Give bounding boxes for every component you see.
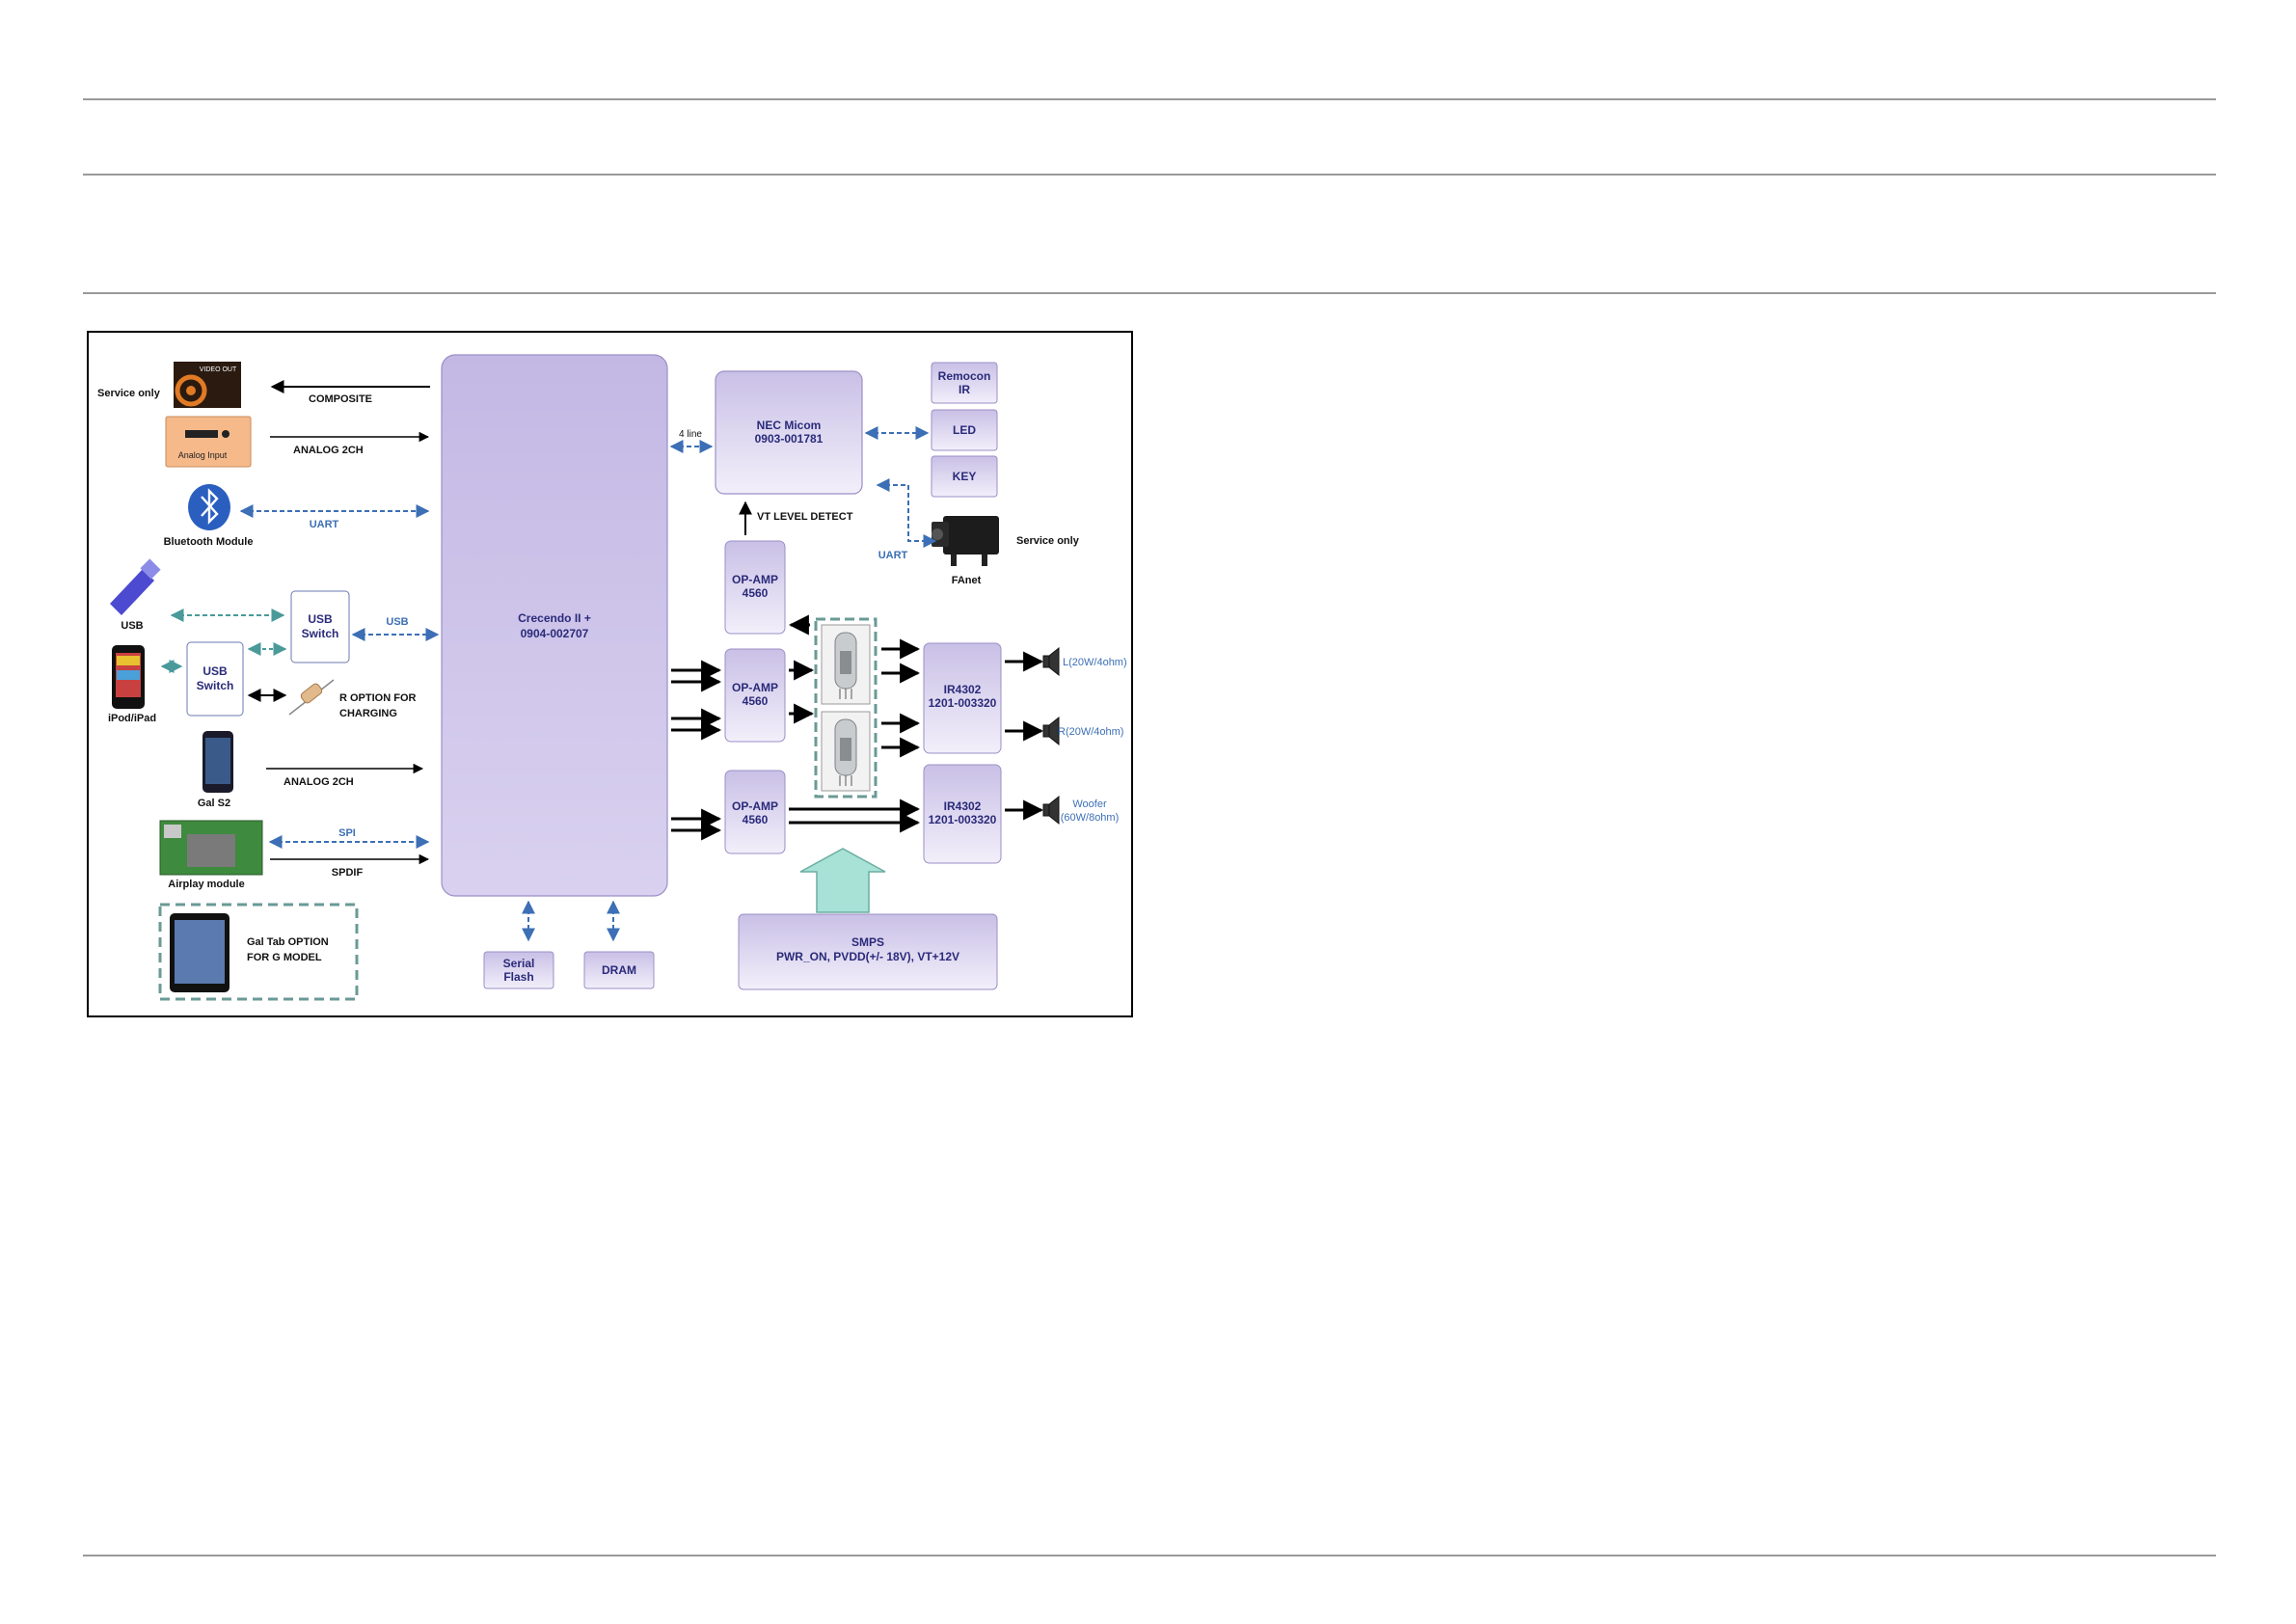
led-label: LED bbox=[953, 423, 976, 437]
usb-link-label: USB bbox=[386, 616, 408, 628]
bluetooth-icon bbox=[188, 484, 230, 530]
opamp-mid-label-2: 4560 bbox=[743, 694, 769, 708]
vacuum-tube-top-icon bbox=[822, 625, 870, 704]
uart-right-label: UART bbox=[878, 550, 908, 561]
woofer-label-2: (60W/8ohm) bbox=[1061, 812, 1120, 824]
dram-label: DRAM bbox=[602, 963, 636, 977]
analog-2ch-bot-label: ANALOG 2CH bbox=[284, 776, 354, 788]
speaker-l-label: L(20W/4ohm) bbox=[1063, 657, 1127, 668]
analog-2ch-top-label: ANALOG 2CH bbox=[293, 445, 364, 456]
block-diagram: Crecendo II + 0904-002707 NEC Micom 0903… bbox=[87, 331, 1133, 1022]
composite-label: COMPOSITE bbox=[309, 393, 372, 405]
ipod-label: iPod/iPad bbox=[108, 713, 156, 724]
key-label: KEY bbox=[953, 470, 977, 483]
ir-bot-label-2: 1201-003320 bbox=[929, 813, 997, 826]
service-only-right: Service only bbox=[1016, 535, 1080, 547]
header-rule-bottom bbox=[83, 292, 2216, 294]
header-rule-top bbox=[83, 98, 2216, 100]
ir-top-label-1: IR4302 bbox=[944, 683, 982, 696]
video-out-label: VIDEO OUT bbox=[200, 366, 237, 373]
opamp-top-label-2: 4560 bbox=[743, 586, 769, 600]
service-only-left: Service only bbox=[97, 388, 161, 399]
woofer-label-1: Woofer bbox=[1072, 798, 1107, 810]
smps-title: SMPS bbox=[851, 935, 884, 949]
spdif-label: SPDIF bbox=[332, 867, 364, 879]
airplay-label: Airplay module bbox=[168, 879, 244, 890]
gal-s2-label: Gal S2 bbox=[198, 798, 230, 809]
four-line-label: 4 line bbox=[679, 429, 702, 440]
spi-label: SPI bbox=[338, 827, 356, 839]
speaker-r-label: R(20W/4ohm) bbox=[1058, 726, 1123, 738]
micom-name: NEC Micom bbox=[757, 419, 822, 432]
usb-label: USB bbox=[121, 620, 143, 632]
serial-flash-label-1: Serial bbox=[503, 957, 535, 970]
vt-level-label: VT LEVEL DETECT bbox=[757, 511, 853, 523]
uart-left-label: UART bbox=[310, 519, 339, 530]
ipod-icon bbox=[112, 645, 145, 709]
opamp-top-label-1: OP-AMP bbox=[732, 573, 778, 586]
gal-s2-phone-icon bbox=[203, 731, 233, 793]
usb-switch-1-label-1: USB bbox=[308, 612, 333, 626]
airplay-module-icon bbox=[160, 821, 262, 875]
gal-tab-label-2: FOR G MODEL bbox=[247, 952, 322, 963]
footer-rule bbox=[83, 1555, 2216, 1556]
analog-input-label: Analog Input bbox=[178, 450, 228, 460]
gal-tab-icon bbox=[170, 913, 230, 992]
block-diagram-svg: Crecendo II + 0904-002707 NEC Micom 0903… bbox=[87, 331, 1133, 1017]
r-option-label-2: CHARGING bbox=[339, 708, 397, 719]
bluetooth-module-label: Bluetooth Module bbox=[164, 536, 254, 548]
remocon-label-1: Remocon bbox=[938, 369, 991, 383]
ir-bot-label-1: IR4302 bbox=[944, 799, 982, 813]
opamp-bot-label-1: OP-AMP bbox=[732, 799, 778, 813]
main-chip-block bbox=[442, 355, 667, 896]
remocon-label-2: IR bbox=[959, 383, 970, 396]
fanet-label: FAnet bbox=[952, 575, 982, 586]
vacuum-tube-bottom-icon bbox=[822, 712, 870, 791]
r-option-label-1: R OPTION FOR bbox=[339, 692, 417, 704]
header-rule-middle bbox=[83, 174, 2216, 176]
gal-tab-label-1: Gal Tab OPTION bbox=[247, 936, 329, 948]
usb-switch-2-label-1: USB bbox=[203, 664, 228, 678]
main-chip-name: Crecendo II + bbox=[518, 611, 591, 625]
usb-switch-1-label-2: Switch bbox=[302, 627, 339, 640]
serial-flash-label-2: Flash bbox=[503, 970, 533, 984]
micom-part: 0903-001781 bbox=[755, 432, 824, 446]
opamp-bot-label-2: 4560 bbox=[743, 813, 769, 826]
usb-switch-2-label-2: Switch bbox=[197, 679, 234, 692]
smps-rails: PWR_ON, PVDD(+/- 18V), VT+12V bbox=[776, 950, 959, 963]
opamp-mid-label-1: OP-AMP bbox=[732, 681, 778, 694]
ir-top-label-2: 1201-003320 bbox=[929, 696, 997, 710]
main-chip-part: 0904-002707 bbox=[521, 627, 589, 640]
